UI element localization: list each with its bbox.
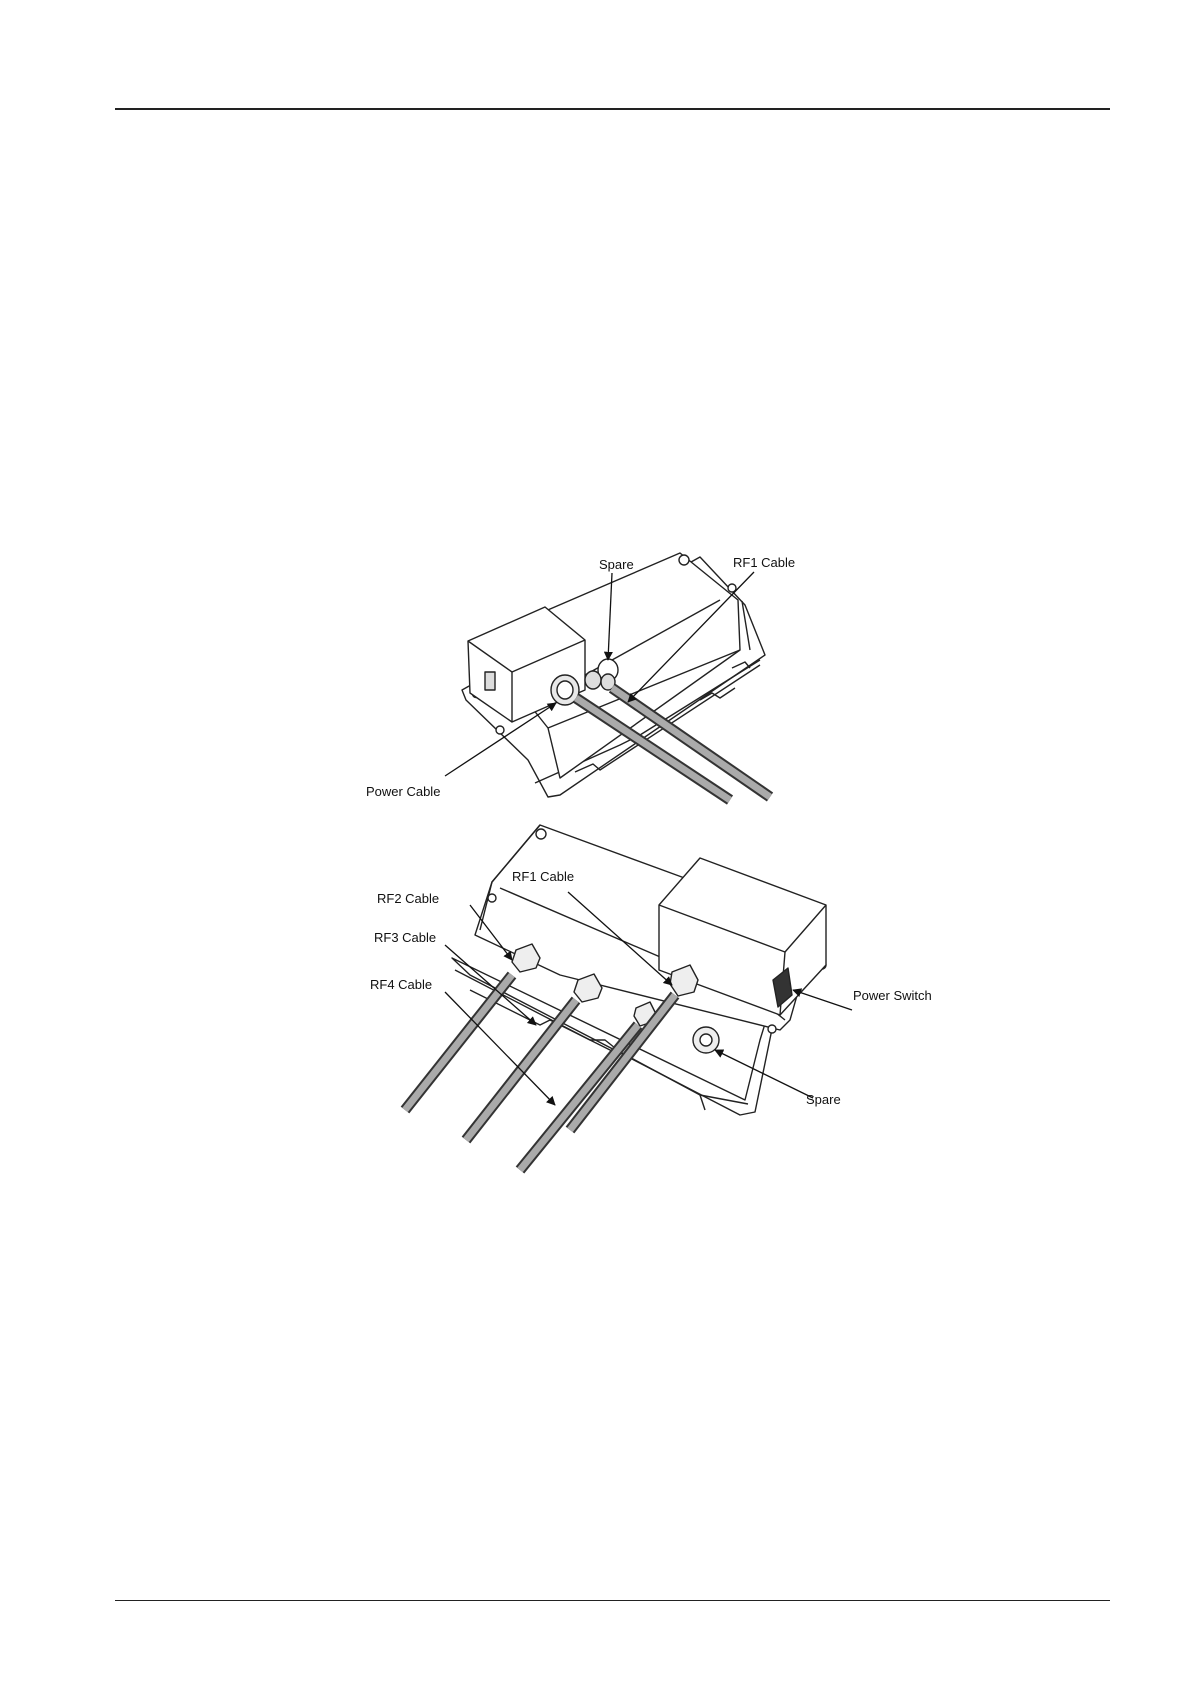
label-top-spare: Spare [599, 557, 634, 572]
label-bottom-rf1-cable: RF1 Cable [512, 869, 574, 884]
label-bottom-rf3-cable: RF3 Cable [374, 930, 436, 945]
bottom-view-device [452, 825, 826, 1115]
label-bottom-rf2-cable: RF2 Cable [377, 891, 439, 906]
label-bottom-rf4-cable: RF4 Cable [370, 977, 432, 992]
footer-rule [115, 1600, 1110, 1601]
label-top-rf1-cable: RF1 Cable [733, 555, 795, 570]
label-top-power-cable: Power Cable [366, 784, 440, 799]
label-bottom-power-switch: Power Switch [853, 988, 932, 1003]
label-bottom-spare: Spare [806, 1092, 841, 1107]
